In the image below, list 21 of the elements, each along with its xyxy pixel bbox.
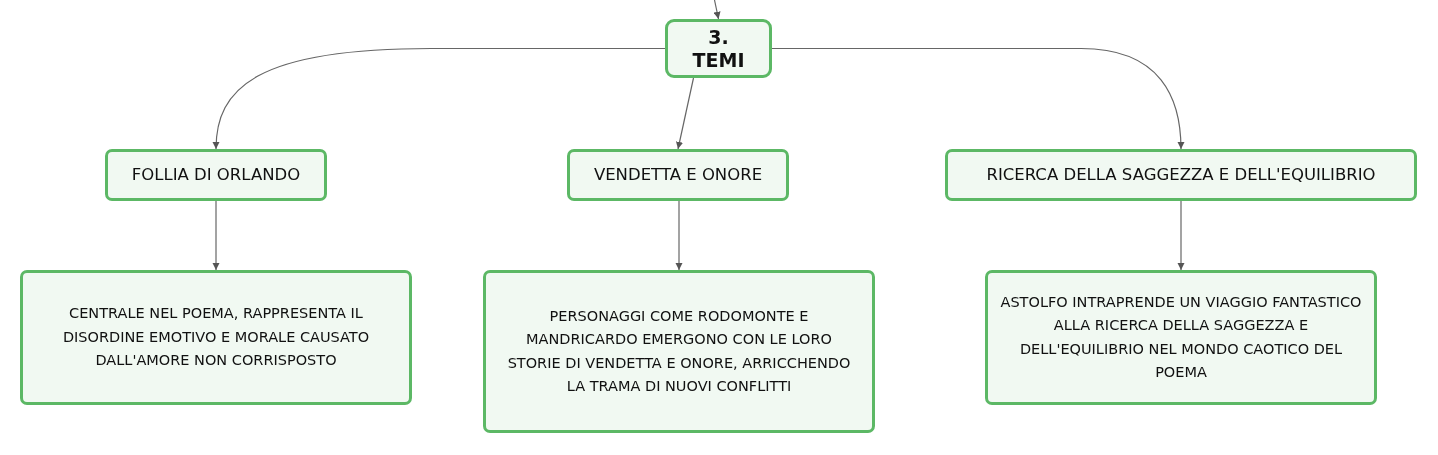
topic-label: VENDETTA E ONORE: [593, 165, 763, 185]
description-text: PERSONAGGI COME RODOMONTE E MANDRICARDO EMERGONO CON LE LORO STORIE DI VENDETTA E ONORE, ARRICCHENDO LA TRAMA DI NUOVI CONFLITTI: [506, 306, 852, 396]
topic-box: [567, 149, 789, 201]
description-box: [985, 270, 1377, 405]
connector-arrow: [713, 0, 721, 20]
description-box: [483, 270, 875, 433]
topic-label: RICERCA DELLA SAGGEZZA E DELL'EQUILIBRIO: [986, 165, 1376, 185]
connector-arrow: [1177, 200, 1185, 271]
connector-arrow: [212, 200, 220, 271]
description-box: [20, 270, 412, 405]
connector-arrow: [771, 47, 1185, 150]
connector-arrow: [676, 77, 695, 150]
topic-box: [105, 149, 327, 201]
connector-arrow: [212, 47, 666, 150]
description-text: ASTOLFO INTRAPRENDE UN VIAGGIO FANTASTICO ALLA RICERCA DELLA SAGGEZZA E DELL'EQUILIBRIO NEL MONDO CAOTICO DEL POEMA: [1000, 292, 1362, 382]
root-topic-box: [665, 19, 772, 78]
connector-arrow: [675, 200, 683, 271]
topic-label: 3. TEMI: [691, 25, 746, 72]
topic-box: [945, 149, 1417, 201]
topic-label: FOLLIA DI ORLANDO: [131, 165, 301, 185]
description-text: CENTRALE NEL POEMA, RAPPRESENTA IL DISORDINE EMOTIVO E MORALE CAUSATO DALL'AMORE NON CORRISPOSTO: [61, 304, 371, 371]
